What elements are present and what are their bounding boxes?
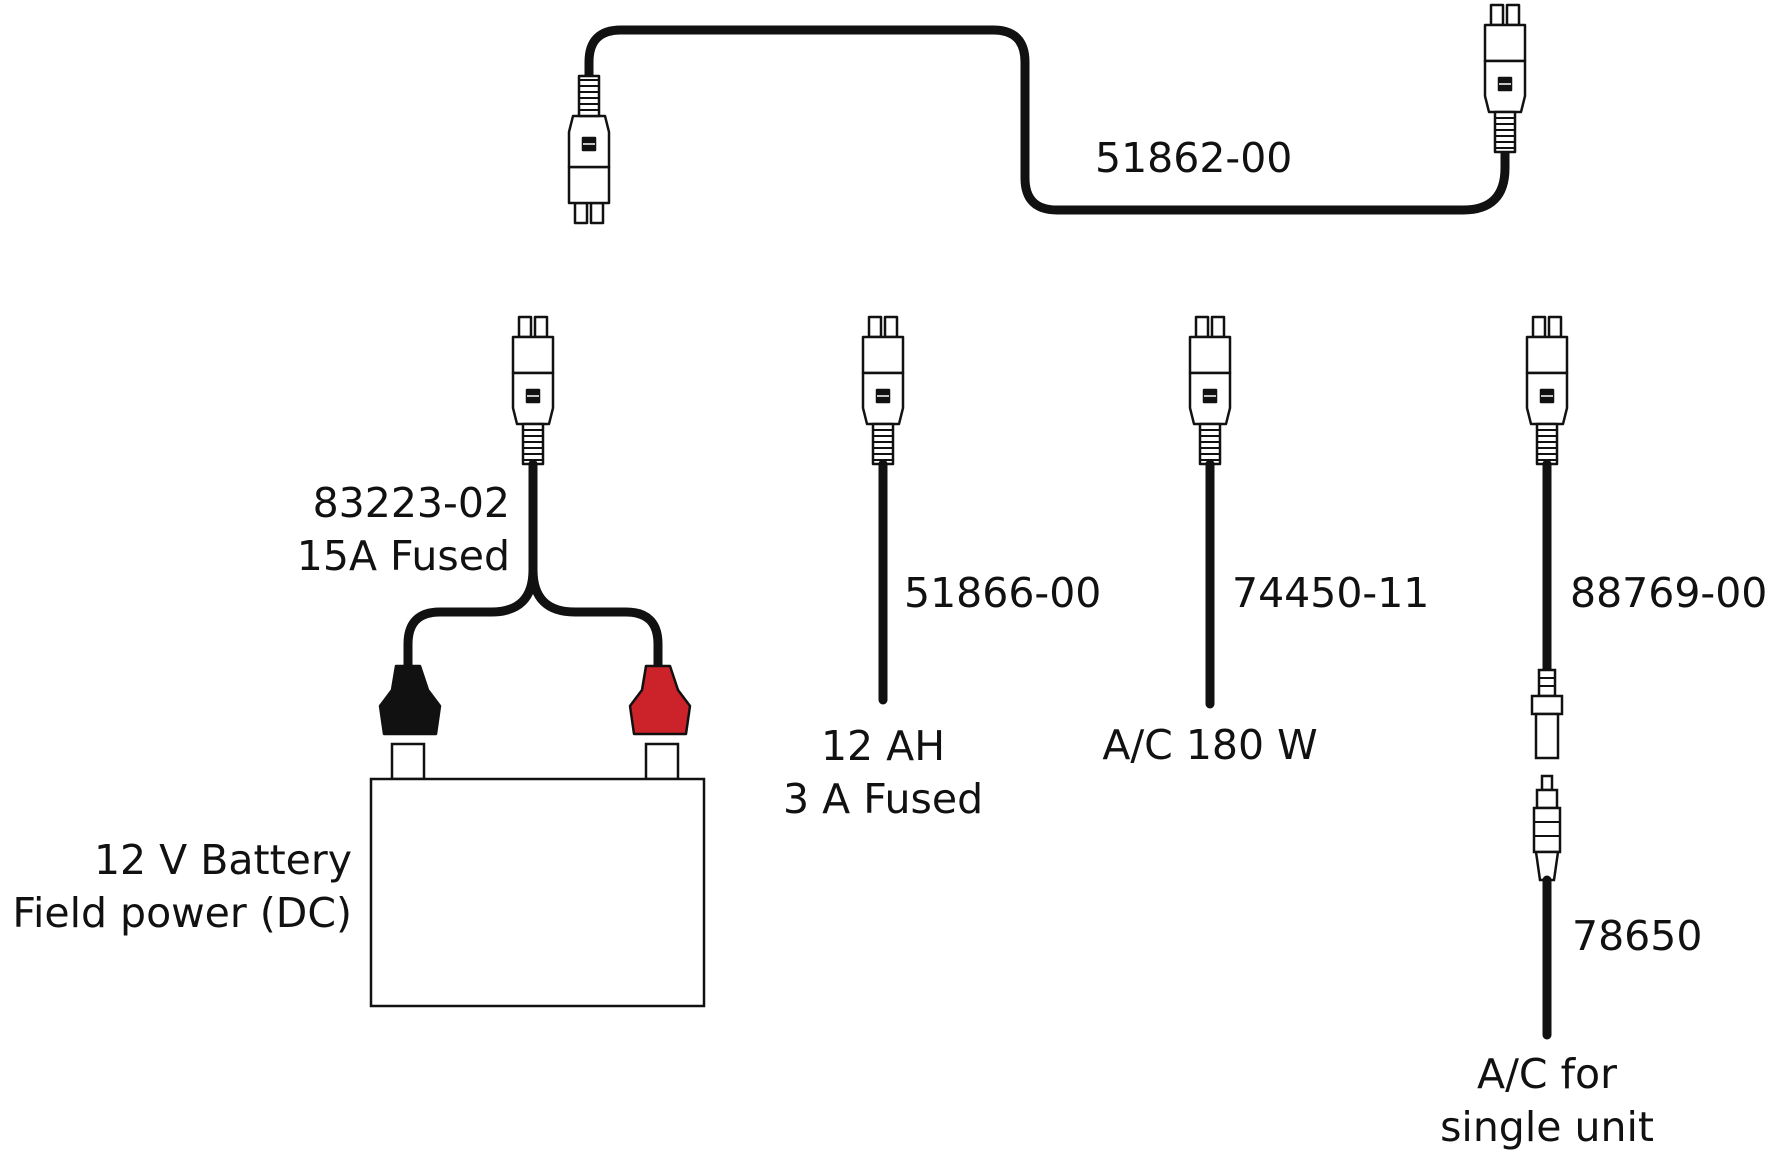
- cable-single-part-label: 78650: [1572, 912, 1703, 960]
- battery-cable-connector: [511, 315, 555, 466]
- cable-ac180-connector: [1188, 315, 1232, 466]
- battery-cable-label: 83223-02 15A Fused: [297, 477, 510, 584]
- cable-12ah-part-label: 51866-00: [904, 569, 1102, 617]
- battery-label: 12 V Battery Field power (DC): [12, 834, 352, 941]
- battery-label-line2: Field power (DC): [12, 889, 352, 938]
- single-unit-label: A/C for single unit: [1437, 1048, 1657, 1155]
- cable-12ah-line2: 3 A Fused: [783, 775, 984, 824]
- cable-12ah-desc-label: 12 AH 3 A Fused: [783, 720, 983, 827]
- extension-cable-label: 51862-00: [1095, 134, 1293, 182]
- battery-cable-part: 83223-02: [312, 479, 510, 527]
- single-unit-line1: A/C for: [1477, 1050, 1617, 1098]
- extension-cable-wire: [584, 25, 1510, 215]
- barrel-plug-icon: [1532, 774, 1562, 882]
- extension-cable-left-connector: [567, 74, 611, 225]
- red-clamp-icon: [628, 664, 692, 736]
- cable-adapter-part-label: 88769-00: [1570, 569, 1768, 617]
- battery-icon: [369, 742, 706, 1008]
- cable-ac180-desc-label: A/C 180 W: [1102, 721, 1318, 769]
- barrel-socket-icon: [1530, 668, 1564, 760]
- battery-cable-note: 15A Fused: [296, 532, 510, 581]
- battery-label-line1: 12 V Battery: [93, 836, 352, 884]
- battery-cable-wire: [403, 459, 663, 673]
- cable-ac180-part-label: 74450-11: [1232, 569, 1430, 617]
- cable-adapter-connector: [1525, 315, 1569, 466]
- cable-12ah-connector: [861, 315, 905, 466]
- single-unit-line2: single unit: [1440, 1103, 1654, 1152]
- black-clamp-icon: [378, 664, 442, 736]
- cable-12ah-line1: 12 AH: [820, 722, 946, 770]
- extension-cable-right-connector: [1483, 3, 1527, 154]
